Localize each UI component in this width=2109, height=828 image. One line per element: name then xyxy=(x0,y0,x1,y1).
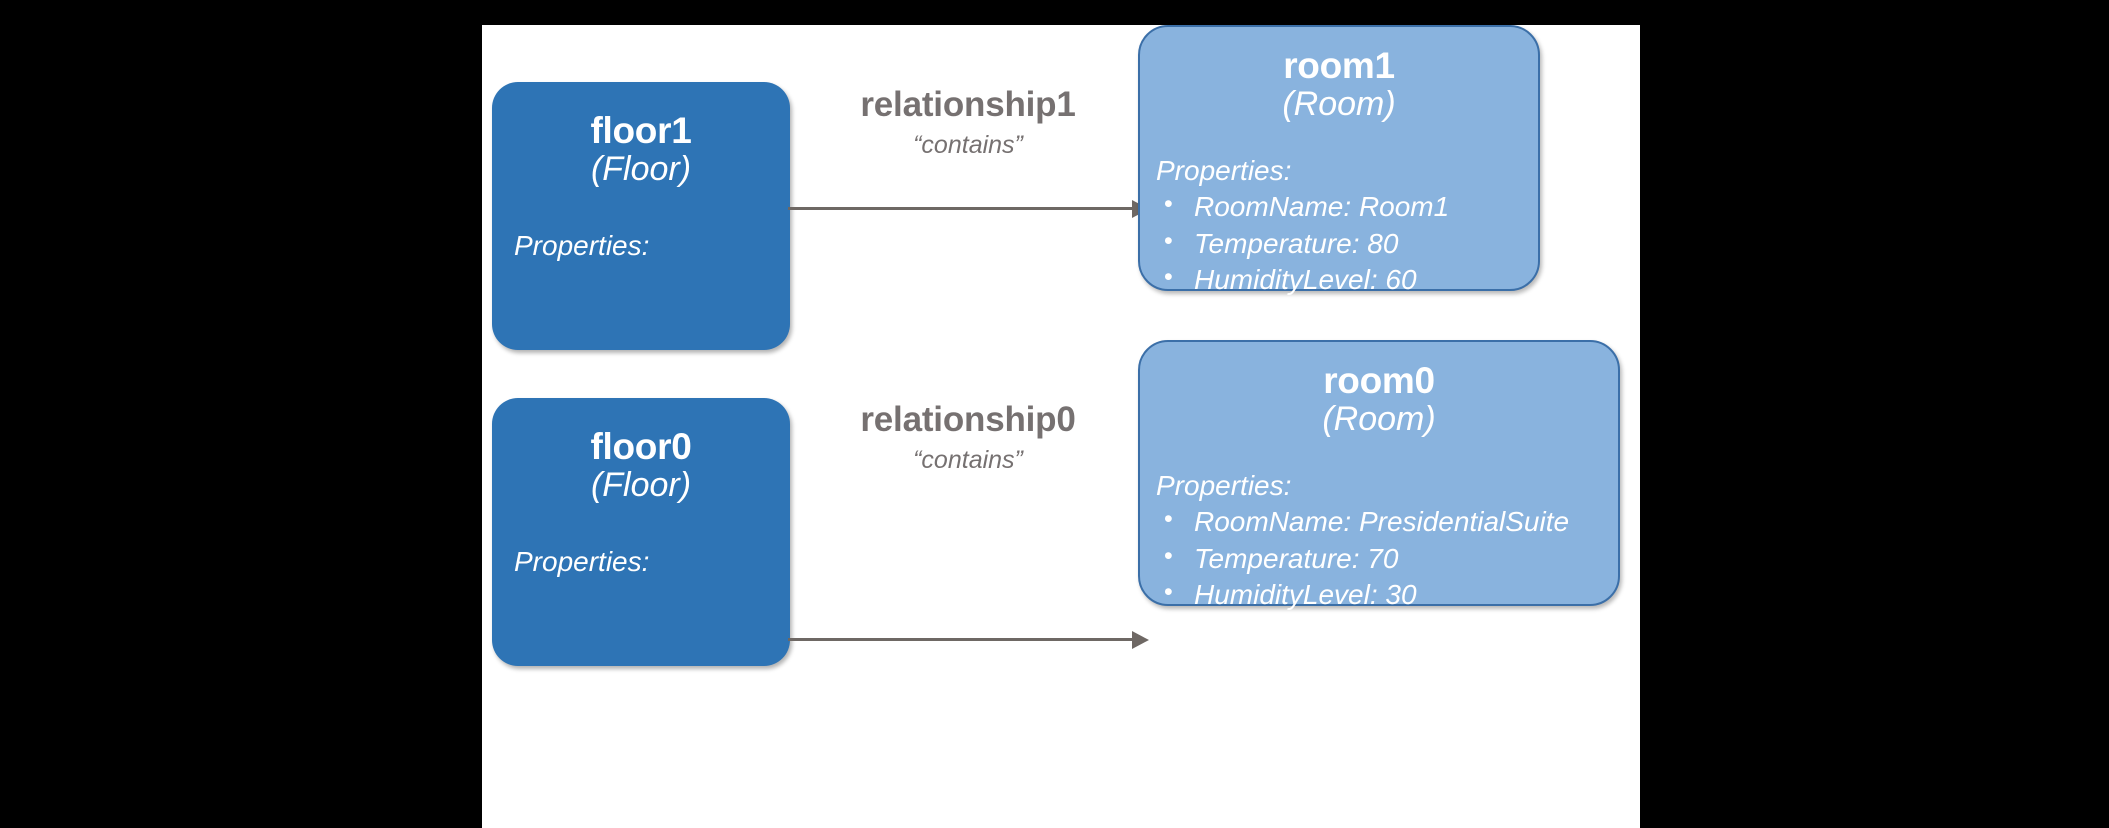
property-item: RoomName: PresidentialSuite xyxy=(1156,503,1618,540)
node-floor0-type: (Floor) xyxy=(590,465,692,504)
edge-relationship0[interactable] xyxy=(788,631,1149,649)
edge-relationship0-name: relationship0 xyxy=(860,400,1076,439)
node-floor1-id: floor1 xyxy=(590,110,692,151)
slide-canvas: floor1 (Floor) Properties: relationship1… xyxy=(482,25,1640,828)
node-room0-properties-label: Properties: xyxy=(1156,469,1292,501)
node-room1-id: room1 xyxy=(1283,45,1395,86)
node-room0-type: (Room) xyxy=(1322,399,1436,438)
node-room0-id: room0 xyxy=(1323,360,1435,401)
node-floor1-properties-label: Properties: xyxy=(514,229,650,261)
node-floor0-header: floor0 (Floor) xyxy=(492,428,790,504)
edge-relationship1-kind: “contains” xyxy=(913,130,1023,159)
node-room0-header: room0 (Room) xyxy=(1140,362,1618,438)
node-floor1-type: (Floor) xyxy=(590,149,692,188)
property-item: HumidityLevel: 30 xyxy=(1156,576,1618,613)
node-room1[interactable]: room1 (Room) Properties: RoomName: Room1… xyxy=(1138,25,1540,295)
edge-relationship1-label: relationship1 “contains” xyxy=(788,85,1148,160)
edge-relationship1[interactable] xyxy=(788,200,1149,218)
node-room0-properties: Properties: RoomName: PresidentialSuite … xyxy=(1156,468,1618,614)
property-item: Temperature: 80 xyxy=(1156,225,1538,262)
edge-relationship1-name: relationship1 xyxy=(860,85,1076,124)
node-room0-properties-list: RoomName: PresidentialSuite Temperature:… xyxy=(1156,503,1618,613)
edge-relationship0-kind: “contains” xyxy=(913,445,1023,474)
node-room1-properties-label: Properties: xyxy=(1156,154,1292,186)
node-floor1-header: floor1 (Floor) xyxy=(492,112,790,188)
edge-relationship1-line xyxy=(788,207,1132,210)
property-item: Temperature: 70 xyxy=(1156,540,1618,577)
edge-relationship0-arrowhead xyxy=(1132,631,1149,649)
property-item: HumidityLevel: 60 xyxy=(1156,261,1538,298)
node-floor0[interactable]: floor0 (Floor) Properties: xyxy=(492,398,790,666)
property-item: RoomName: Room1 xyxy=(1156,188,1538,225)
edge-relationship0-line xyxy=(788,638,1132,641)
edge-relationship0-label: relationship0 “contains” xyxy=(788,400,1148,475)
node-room1-properties: Properties: RoomName: Room1 Temperature:… xyxy=(1156,153,1538,299)
node-room1-type: (Room) xyxy=(1282,84,1396,123)
node-floor0-properties-label: Properties: xyxy=(514,545,650,577)
node-floor0-id: floor0 xyxy=(590,426,692,467)
node-room1-properties-list: RoomName: Room1 Temperature: 80 Humidity… xyxy=(1156,188,1538,298)
node-room1-header: room1 (Room) xyxy=(1140,47,1538,123)
node-room0[interactable]: room0 (Room) Properties: RoomName: Presi… xyxy=(1138,340,1620,610)
node-floor1[interactable]: floor1 (Floor) Properties: xyxy=(492,82,790,350)
